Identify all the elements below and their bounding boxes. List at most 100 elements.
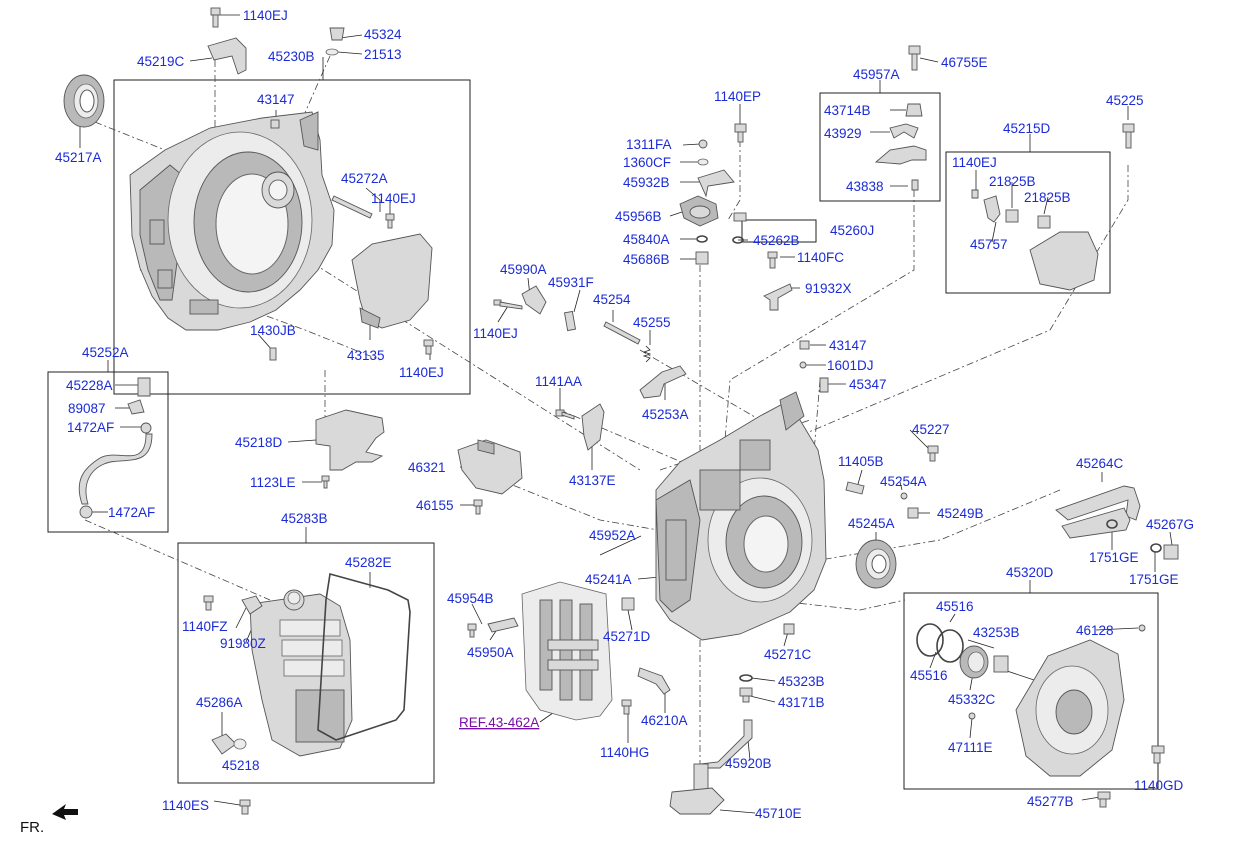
- reference-link-43-462A[interactable]: REF.43-462A: [459, 715, 539, 730]
- part-label-1430JB[interactable]: 1430JB: [250, 323, 296, 338]
- part-label-45217A[interactable]: 45217A: [55, 150, 102, 165]
- part-label-1751GE-right[interactable]: 1751GE: [1129, 572, 1179, 587]
- bolt-icon: [908, 45, 921, 71]
- part-label-45840A[interactable]: 45840A: [623, 232, 670, 247]
- part-label-45271D[interactable]: 45271D: [603, 629, 651, 644]
- part-label-1140FZ[interactable]: 1140FZ: [182, 619, 228, 634]
- part-label-46155[interactable]: 46155: [416, 498, 454, 513]
- plug-small-icon: [799, 340, 810, 350]
- part-label-1140EJ-top[interactable]: 1140EJ: [243, 8, 288, 23]
- part-label-43253B[interactable]: 43253B: [973, 625, 1020, 640]
- part-label-45218[interactable]: 45218: [222, 758, 260, 773]
- part-label-1140EJ-housing-low[interactable]: 1140EJ: [399, 365, 444, 380]
- part-label-45267G[interactable]: 45267G: [1146, 517, 1194, 532]
- part-label-45260J[interactable]: 45260J: [830, 223, 874, 238]
- part-label-91932X[interactable]: 91932X: [805, 281, 852, 296]
- part-label-1140FC[interactable]: 1140FC: [797, 250, 844, 265]
- part-label-45956B[interactable]: 45956B: [615, 209, 662, 224]
- part-label-45255[interactable]: 45255: [633, 315, 671, 330]
- part-label-45954B[interactable]: 45954B: [447, 591, 494, 606]
- part-label-45249B[interactable]: 45249B: [937, 506, 984, 521]
- detent-spring-icon: [697, 169, 735, 198]
- part-label-45253A[interactable]: 45253A: [642, 407, 689, 422]
- part-label-45228A[interactable]: 45228A: [66, 378, 113, 393]
- part-label-46128[interactable]: 46128: [1076, 623, 1114, 638]
- part-label-45320D[interactable]: 45320D: [1006, 565, 1054, 580]
- sleeve-45271d-icon: [621, 597, 635, 611]
- part-label-45254[interactable]: 45254: [593, 292, 631, 307]
- part-label-45323B[interactable]: 45323B: [778, 674, 825, 689]
- part-label-21825B-left[interactable]: 21825B: [989, 174, 1036, 189]
- part-label-11405B[interactable]: 11405B: [838, 454, 884, 469]
- part-label-1140EP[interactable]: 1140EP: [714, 89, 761, 104]
- part-label-45272A[interactable]: 45272A: [341, 171, 388, 186]
- part-label-45990A[interactable]: 45990A: [500, 262, 547, 277]
- part-label-45230B[interactable]: 45230B: [268, 49, 315, 64]
- part-label-45215D[interactable]: 45215D: [1003, 121, 1051, 136]
- part-label-1140EJ-right[interactable]: 1140EJ: [952, 155, 997, 170]
- part-label-45950A[interactable]: 45950A: [467, 645, 514, 660]
- part-label-45757[interactable]: 45757: [970, 237, 1008, 252]
- solenoid-45710e-icon: [669, 763, 725, 815]
- part-label-45932B[interactable]: 45932B: [623, 175, 670, 190]
- part-label-43135[interactable]: 43135: [347, 348, 385, 363]
- pin-icon: [269, 347, 277, 361]
- part-label-1472AF-top[interactable]: 1472AF: [67, 420, 114, 435]
- part-label-45931F[interactable]: 45931F: [548, 275, 594, 290]
- part-label-45227[interactable]: 45227: [912, 422, 950, 437]
- part-label-1311FA[interactable]: 1311FA: [626, 137, 672, 152]
- part-label-1360CF[interactable]: 1360CF: [623, 155, 671, 170]
- part-label-43714B[interactable]: 43714B: [824, 103, 871, 118]
- part-label-45219C[interactable]: 45219C: [137, 54, 185, 69]
- part-label-47111E[interactable]: 47111E: [948, 740, 993, 755]
- part-label-46210A[interactable]: 46210A: [641, 713, 688, 728]
- part-label-21513[interactable]: 21513: [364, 47, 402, 62]
- part-label-1140GD[interactable]: 1140GD: [1134, 778, 1184, 793]
- part-label-45218D[interactable]: 45218D: [235, 435, 283, 450]
- part-label-21825B-right[interactable]: 21825B: [1024, 190, 1071, 205]
- part-label-1141AA[interactable]: 1141AA: [535, 374, 582, 389]
- part-label-45283B[interactable]: 45283B: [281, 511, 328, 526]
- part-label-1751GE-left[interactable]: 1751GE: [1089, 550, 1139, 565]
- part-label-43137E[interactable]: 43137E: [569, 473, 616, 488]
- part-label-45241A[interactable]: 45241A: [585, 572, 632, 587]
- part-label-1472AF-bottom[interactable]: 1472AF: [108, 505, 155, 520]
- part-label-46321[interactable]: 46321: [408, 460, 446, 475]
- part-label-45952A[interactable]: 45952A: [589, 528, 636, 543]
- part-label-45324[interactable]: 45324: [364, 27, 402, 42]
- part-label-45286A[interactable]: 45286A: [196, 695, 243, 710]
- part-label-43147-center[interactable]: 43147: [829, 338, 867, 353]
- part-label-1123LE[interactable]: 1123LE: [250, 475, 296, 490]
- part-label-45957A[interactable]: 45957A: [853, 67, 900, 82]
- part-label-45252A[interactable]: 45252A: [82, 345, 129, 360]
- part-label-45347[interactable]: 45347: [849, 377, 887, 392]
- part-label-1140EJ-center[interactable]: 1140EJ: [473, 326, 518, 341]
- o-ring-icon: [696, 235, 708, 243]
- part-label-45245A[interactable]: 45245A: [848, 516, 895, 531]
- part-label-45277B[interactable]: 45277B: [1027, 794, 1074, 809]
- part-label-45225[interactable]: 45225: [1106, 93, 1144, 108]
- part-label-45262B[interactable]: 45262B: [753, 233, 800, 248]
- part-label-43838[interactable]: 43838: [846, 179, 884, 194]
- part-label-91980Z[interactable]: 91980Z: [220, 636, 266, 651]
- part-label-45264C[interactable]: 45264C: [1076, 456, 1124, 471]
- part-label-43147-left[interactable]: 43147: [257, 92, 295, 107]
- part-label-45271C[interactable]: 45271C: [764, 647, 812, 662]
- part-label-45254A[interactable]: 45254A: [880, 474, 927, 489]
- part-label-46755E[interactable]: 46755E: [941, 55, 988, 70]
- part-label-43929[interactable]: 43929: [824, 126, 862, 141]
- part-label-45516-bottom[interactable]: 45516: [910, 668, 948, 683]
- part-label-45282E[interactable]: 45282E: [345, 555, 392, 570]
- part-label-45516-top[interactable]: 45516: [936, 599, 974, 614]
- part-label-1140ES[interactable]: 1140ES: [162, 798, 209, 813]
- sensor-45262b-icon: [732, 212, 747, 244]
- part-label-45332C[interactable]: 45332C: [948, 692, 996, 707]
- part-label-43171B[interactable]: 43171B: [778, 695, 825, 710]
- part-label-1140HG[interactable]: 1140HG: [600, 745, 649, 760]
- part-label-1140EJ-housing[interactable]: 1140EJ: [371, 191, 416, 206]
- part-label-89087[interactable]: 89087: [68, 401, 106, 416]
- part-label-1601DJ[interactable]: 1601DJ: [827, 358, 874, 373]
- part-label-45686B[interactable]: 45686B: [623, 252, 670, 267]
- part-label-45920B[interactable]: 45920B: [725, 756, 772, 771]
- part-label-45710E[interactable]: 45710E: [755, 806, 802, 821]
